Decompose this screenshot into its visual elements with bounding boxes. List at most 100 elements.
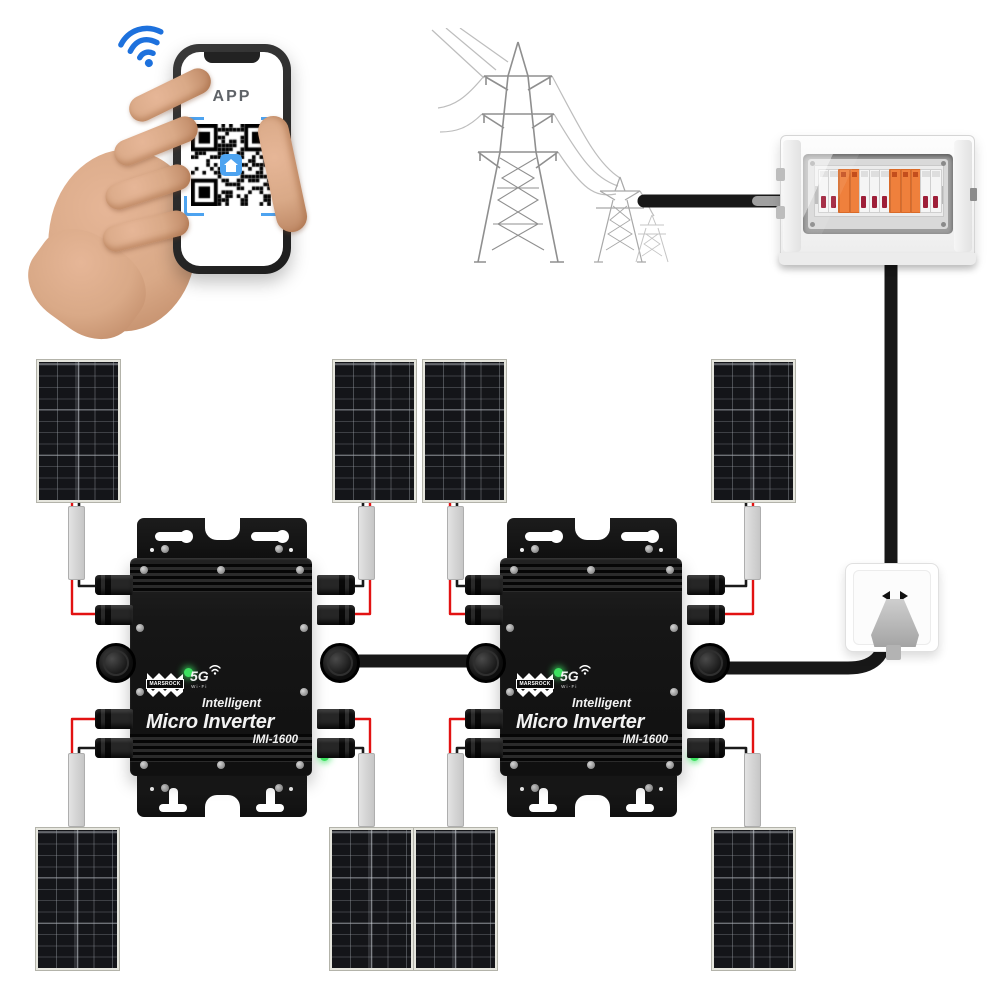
model-number: IMI-1600 (622, 734, 668, 746)
power-lines (431, 28, 655, 217)
screw-icon (217, 761, 225, 769)
t-slot (539, 788, 548, 808)
hinge-icon (776, 168, 785, 181)
breaker-window (803, 154, 953, 234)
product-name: Micro Inverter (146, 711, 275, 733)
brand-logo-row: MARSROCK 5G Wi-Fi (146, 665, 302, 700)
screw-icon (587, 761, 595, 769)
network-badge: 5G Wi-Fi (190, 665, 221, 689)
screw-icon (510, 566, 518, 574)
junction-box (447, 753, 464, 827)
screw-icon (670, 688, 678, 696)
screw-icon (275, 545, 283, 553)
status-led (554, 668, 563, 677)
screw-icon (296, 566, 304, 574)
mc4-connector (687, 709, 725, 729)
mc4-connector (465, 605, 503, 625)
screw-icon (670, 624, 678, 632)
status-led (184, 668, 193, 677)
breaker-box-right-cap (954, 140, 972, 252)
screw-icon (587, 566, 595, 574)
mc4-connector (687, 738, 725, 758)
inverter-label: MARSROCK 5G Wi-Fi Intelligent Mi (146, 665, 302, 746)
inverter-label: MARSROCK 5G Wi-Fi Intelligent Mi (516, 665, 672, 746)
latch-icon (970, 188, 977, 201)
mounting-flange-top (507, 518, 677, 558)
mc4-connector (687, 605, 725, 625)
screw-icon (275, 784, 283, 792)
brand-logo-row: MARSROCK 5G Wi-Fi (516, 665, 672, 700)
outlet-plate (853, 570, 931, 660)
screw-icon (666, 761, 674, 769)
mounting-flange-top (137, 518, 307, 558)
model-number: IMI-1600 (252, 734, 298, 746)
keyhole-slot (621, 530, 659, 543)
junction-box (358, 753, 375, 827)
junction-box (68, 753, 85, 827)
junction-box (744, 506, 761, 580)
flange-notch (575, 795, 610, 817)
tower-small (635, 214, 669, 263)
wifi-icon (118, 25, 164, 68)
screw-icon (140, 566, 148, 574)
wifi-mini-icon (208, 665, 221, 675)
mc4-connector (95, 575, 133, 595)
highlight-dot (659, 787, 663, 791)
t-slot (256, 804, 284, 812)
phone-screen: APP (181, 52, 283, 266)
screw-icon (645, 784, 653, 792)
junction-box (68, 506, 85, 580)
distribution-breaker-box (776, 135, 977, 265)
highlight-dot (150, 787, 154, 791)
product-name: Micro Inverter (516, 711, 645, 733)
app-label: APP (212, 88, 252, 105)
breaker-box-left-cap (783, 140, 801, 252)
t-slot (529, 804, 557, 812)
mc4-connector (687, 575, 725, 595)
screw-icon (300, 624, 308, 632)
brand-name: MARSROCK (516, 679, 554, 689)
mounting-flange-bottom (507, 776, 677, 817)
screw-icon (531, 784, 539, 792)
screw-icon (300, 688, 308, 696)
mc4-connector (95, 738, 133, 758)
breaker-box-bottom-lip (779, 253, 976, 265)
mc4-connector (95, 709, 133, 729)
solar-panel (330, 828, 413, 970)
solar-panel (712, 360, 795, 502)
micro-inverter-2: MARSROCK 5G Wi-Fi Intelligent Mi (465, 505, 730, 825)
mc4-connector (317, 738, 355, 758)
t-slot (169, 788, 178, 808)
keyhole-slot (525, 530, 563, 543)
junction-box (358, 506, 375, 580)
screw-icon (296, 761, 304, 769)
wifi-label: Wi-Fi (191, 684, 208, 689)
solar-panel (333, 360, 416, 502)
network-label: 5G (560, 668, 579, 684)
keyhole-slot (251, 530, 289, 543)
ac-connector-right (690, 643, 730, 683)
keyhole-slot (155, 530, 193, 543)
flange-notch (205, 795, 240, 817)
t-slot (636, 788, 645, 808)
screw-icon (510, 761, 518, 769)
screw-icon (217, 566, 225, 574)
micro-inverter-1: MARSROCK 5G Wi-Fi Intelligent Mi (95, 505, 360, 825)
solar-panel (423, 360, 506, 502)
highlight-dot (520, 787, 524, 791)
solar-panel (37, 360, 120, 502)
screw-icon (645, 545, 653, 553)
inverter-body: MARSROCK 5G Wi-Fi Intelligent Mi (130, 558, 329, 776)
heatsink-ribs (500, 734, 682, 762)
qr-home-icon (220, 154, 242, 176)
socket-hole-left (882, 591, 890, 601)
window-glass-reflection (803, 154, 953, 234)
mc4-connector (317, 605, 355, 625)
screw-icon (506, 688, 514, 696)
highlight-dot (289, 548, 293, 552)
tagline: Intelligent (572, 696, 632, 710)
mc4-connector (317, 709, 355, 729)
heatsink-ribs (130, 734, 312, 762)
qr-frame-corner (184, 196, 204, 216)
